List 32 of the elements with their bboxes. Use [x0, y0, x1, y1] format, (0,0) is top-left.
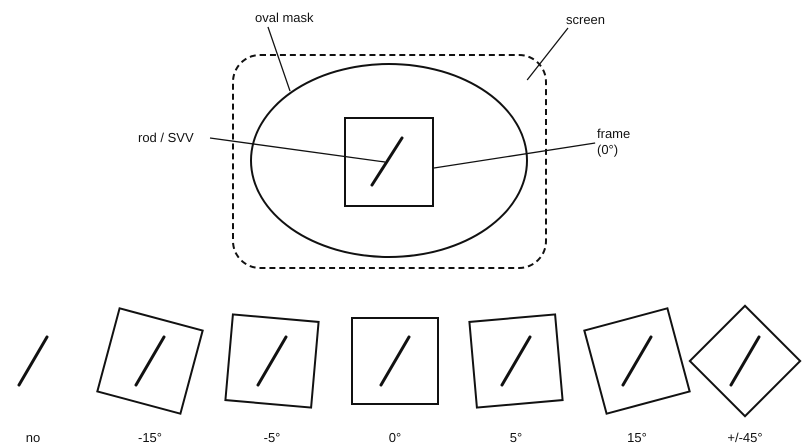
leader-line	[526, 28, 569, 80]
callout-label: oval mask	[255, 10, 327, 26]
oval-mask	[250, 63, 528, 258]
rod	[621, 335, 653, 387]
angle-label: -5°	[262, 430, 282, 445]
rod	[379, 335, 411, 387]
frame-square	[583, 307, 691, 415]
rod	[17, 335, 49, 387]
angle-label: -15°	[137, 430, 163, 445]
frame-square	[468, 313, 564, 409]
callout-label: frame (0°)	[597, 126, 643, 160]
screen-outline	[232, 54, 547, 269]
callout-label: screen	[566, 12, 616, 28]
leader-line	[267, 26, 291, 92]
angle-label: no	[24, 430, 42, 445]
frame-square	[96, 307, 204, 415]
rod	[729, 335, 761, 387]
angle-label: 0°	[388, 430, 402, 445]
leader-line	[434, 142, 596, 169]
frame-square	[224, 313, 320, 409]
rod	[134, 335, 166, 387]
angle-label: 5°	[508, 430, 524, 445]
angle-label: 15°	[626, 430, 648, 445]
rod	[370, 136, 404, 187]
frame-square	[351, 317, 439, 405]
callout-label: rod / SVV	[138, 130, 210, 146]
rod	[500, 335, 532, 387]
rod	[256, 335, 288, 387]
frame-square	[688, 304, 802, 418]
leader-line	[210, 137, 386, 163]
frame-square	[344, 117, 434, 207]
angle-label: +/-45°	[726, 430, 764, 445]
